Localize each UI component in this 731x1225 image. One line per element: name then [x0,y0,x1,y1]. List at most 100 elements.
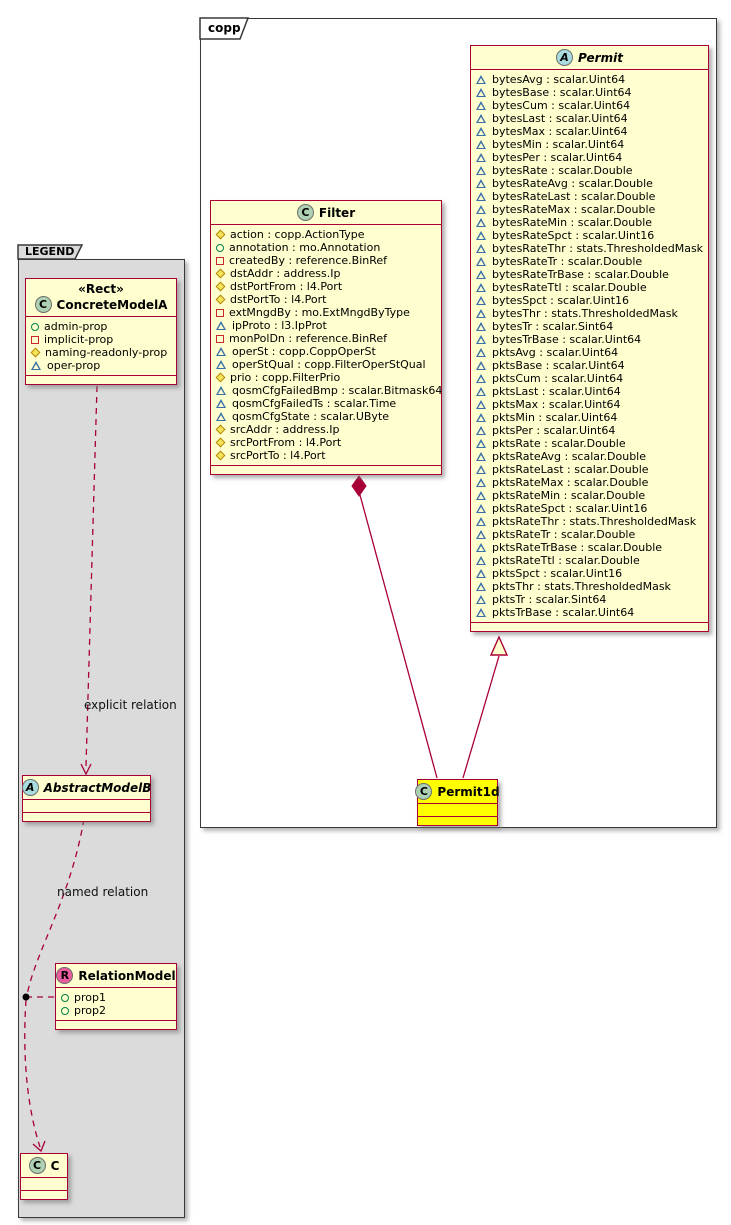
class-attribute: naming-readonly-prop [30,346,171,359]
attributes-compartment [23,799,150,812]
circle-prop-icon [61,1006,69,1015]
class-attribute: bytesMin : scalar.Uint64 [476,138,703,151]
triangle-prop-icon [476,322,486,331]
attribute-text: bytesRateSpct : scalar.Uint16 [492,229,655,242]
class-attribute: qosmCfgFailedTs : scalar.Time [216,397,436,410]
attribute-text: bytesRateLast : scalar.Double [492,190,656,203]
class-attribute: bytesTrBase : scalar.Uint64 [476,333,703,346]
triangle-prop-icon [476,309,486,318]
class-attribute: bytesRateTrBase : scalar.Double [476,268,703,281]
methods-compartment [23,812,150,821]
attribute-text: pktsRateTtl : scalar.Double [492,554,640,567]
class-attribute: bytesMax : scalar.Uint64 [476,125,703,138]
attribute-text: srcAddr : address.Ip [230,423,340,436]
class-attribute: monPolDn : reference.BinRef [216,332,436,345]
triangle-prop-icon [476,127,486,136]
class-c-header: C C [21,1154,67,1177]
class-attribute: qosmCfgState : scalar.UByte [216,410,436,423]
class-attribute: pktsRateLast : scalar.Double [476,463,703,476]
class-attribute: bytesRateSpct : scalar.Uint16 [476,229,703,242]
diamond-prop-icon [215,268,226,279]
legend-package-label: LEGEND [25,245,75,258]
attribute-text: pktsPer : scalar.Uint64 [492,424,616,437]
attribute-text: pktsRateThr : stats.ThresholdedMask [492,515,697,528]
class-attribute: dstPortFrom : l4.Port [215,280,436,293]
attributes-compartment [21,1177,67,1190]
attribute-text: bytesRateTrBase : scalar.Double [492,268,669,281]
attribute-text: pktsBase : scalar.Uint64 [492,359,625,372]
triangle-prop-icon [476,114,486,123]
diamond-prop-icon [215,372,226,383]
class-attribute: operSt : copp.CoppOperSt [216,345,436,358]
explicit-relation-label: explicit relation [84,698,177,712]
class-attribute: bytesLast : scalar.Uint64 [476,112,703,125]
class-attribute: pktsRateTtl : scalar.Double [476,554,703,567]
attribute-text: bytesLast : scalar.Uint64 [492,112,628,125]
triangle-prop-icon [476,101,486,110]
class-attribute: pktsRateAvg : scalar.Double [476,450,703,463]
attribute-text: extMngdBy : mo.ExtMngdByType [229,306,410,319]
attribute-text: pktsRateLast : scalar.Double [492,463,649,476]
class-badge-icon: C [415,783,433,800]
attribute-text: createdBy : reference.BinRef [229,254,388,267]
attribute-text: bytesRate : scalar.Double [492,164,633,177]
attribute-text: pktsRateSpct : scalar.Uint16 [492,502,648,515]
square-prop-icon [216,308,224,317]
class-permit-header: A Permit [471,46,708,69]
attribute-text: operStQual : copp.FilterOperStQual [232,358,426,371]
triangle-prop-icon [476,192,486,201]
class-name: Permit [578,50,623,65]
class-attribute: bytesRate : scalar.Double [476,164,703,177]
class-name: RelationModel [78,968,176,983]
triangle-prop-icon [216,360,226,369]
triangle-prop-icon [476,348,486,357]
class-abstract-model-b: A AbstractModelB [21,775,151,822]
class-attribute: pktsMax : scalar.Uint64 [476,398,703,411]
attribute-text: srcPortFrom : l4.Port [230,436,342,449]
class-permit1d-header: C Permit1d [415,780,500,803]
class-attribute: bytesThr : stats.ThresholdedMask [476,307,703,320]
triangle-prop-icon [476,595,486,604]
triangle-prop-icon [476,608,486,617]
class-attribute: srcPortTo : l4.Port [215,449,436,462]
attribute-text: pktsTr : scalar.Sint64 [492,593,607,606]
class-name: Filter [318,205,356,220]
triangle-prop-icon [216,386,226,395]
attribute-text: srcPortTo : l4.Port [230,449,326,462]
attribute-text: pktsTrBase : scalar.Uint64 [492,606,635,619]
class-attribute: bytesRateTr : scalar.Double [476,255,703,268]
class-name: C [50,1158,60,1173]
triangle-prop-icon [476,140,486,149]
attribute-text: dstAddr : address.Ip [230,267,341,280]
class-attribute: prop1 [61,991,171,1004]
triangle-prop-icon [476,582,486,591]
attribute-text: pktsRate : scalar.Double [492,437,626,450]
triangle-prop-icon [476,257,486,266]
triangle-prop-icon [216,347,226,356]
class-attribute: bytesAvg : scalar.Uint64 [476,73,703,86]
attribute-text: bytesRateMin : scalar.Double [492,216,653,229]
attribute-text: dstPortTo : l4.Port [230,293,327,306]
attribute-text: bytesCum : scalar.Uint64 [492,99,631,112]
class-attribute: bytesCum : scalar.Uint64 [476,99,703,112]
class-attribute: bytesRateTtl : scalar.Double [476,281,703,294]
triangle-prop-icon [476,413,486,422]
class-attribute: action : copp.ActionType [215,228,436,241]
triangle-prop-icon [476,465,486,474]
class-attribute: srcAddr : address.Ip [215,423,436,436]
triangle-prop-icon [31,361,41,370]
triangle-prop-icon [476,543,486,552]
attribute-text: operSt : copp.CoppOperSt [232,345,376,358]
triangle-prop-icon [476,153,486,162]
triangle-prop-icon [476,439,486,448]
triangle-prop-icon [476,75,486,84]
diamond-prop-icon [215,437,226,448]
attributes-compartment [418,803,497,816]
attribute-text: pktsRateMax : scalar.Double [492,476,649,489]
class-attribute: pktsPer : scalar.Uint64 [476,424,703,437]
class-attribute: bytesSpct : scalar.Uint16 [476,294,703,307]
